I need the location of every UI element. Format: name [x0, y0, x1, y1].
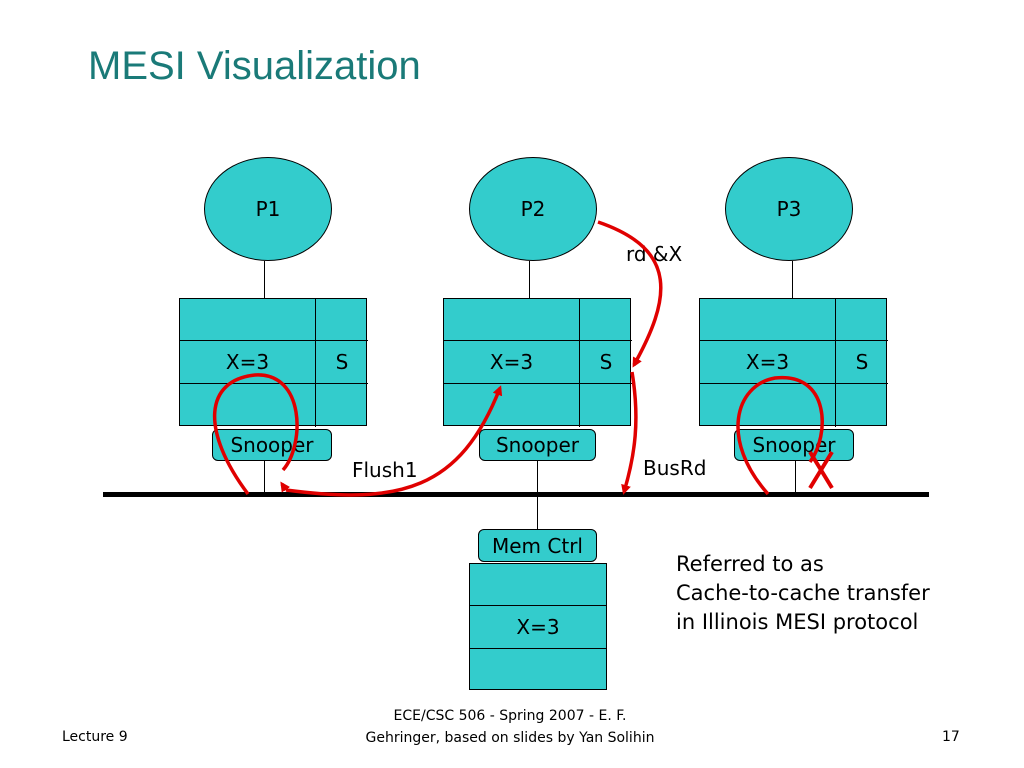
flush-arrow	[285, 385, 503, 497]
cache-p1: X=3 S	[179, 298, 368, 427]
slide-title: MESI Visualization	[88, 44, 421, 88]
processor-p2: P2	[469, 157, 597, 261]
processor-p1: P1	[204, 157, 332, 261]
flush-label: Flush1	[352, 458, 418, 482]
snooper-p2: Snooper	[479, 429, 596, 461]
cache-p2-row2-data: X=3	[444, 341, 580, 384]
p1-snoop-loop	[213, 373, 299, 496]
cache-p3-row2-data: X=3	[700, 341, 836, 384]
cancel-x-mark	[808, 450, 834, 490]
cache-p1-row2-data: X=3	[180, 341, 316, 384]
footer-center-line2: Gehringer, based on slides by Yan Solihi…	[365, 730, 655, 746]
flush-arrow-tail	[280, 481, 291, 493]
transfer-note: Referred to as Cache-to-cache transfer i…	[676, 550, 930, 637]
read-request-arrow	[597, 220, 663, 368]
cache-p2: X=3 S	[443, 298, 632, 427]
cache-p2-row1-data	[444, 299, 580, 341]
memory-row2: X=3	[470, 606, 606, 649]
cache-p2-row3-data	[444, 384, 580, 427]
footer-center: ECE/CSC 506 - Spring 2007 - E. F. Gehrin…	[300, 705, 720, 749]
busrd-arrow	[621, 371, 638, 495]
p3-snoop-loop	[736, 376, 824, 496]
note-line-3: in Illinois MESI protocol	[676, 610, 919, 634]
footer-lecture: Lecture 9	[62, 729, 128, 745]
memory-controller: Mem Ctrl	[478, 529, 597, 562]
cache-p1-row2-state: S	[316, 341, 368, 384]
p1-cache-link	[264, 261, 265, 299]
snooper-p3-bus-link	[795, 461, 796, 494]
snooper-p1-bus-link	[264, 461, 265, 494]
busrd-label: BusRd	[643, 456, 707, 480]
p3-cache-link	[792, 261, 793, 299]
memory-row1	[470, 564, 606, 606]
cache-p3-row1-data	[700, 299, 836, 341]
cache-p1-row3-data	[180, 384, 316, 427]
cache-p3-row1-state	[836, 299, 888, 341]
system-bus	[103, 492, 929, 497]
cache-p3-row2-state: S	[836, 341, 888, 384]
cache-p3-row3-data	[700, 384, 836, 427]
cache-p1-row1-state	[316, 299, 368, 341]
processor-p3: P3	[725, 157, 853, 261]
footer-page-number: 17	[942, 729, 960, 745]
cache-p3: X=3 S	[699, 298, 888, 427]
cache-p2-row1-state	[580, 299, 632, 341]
p2-cache-link	[529, 261, 530, 299]
snooper-p1: Snooper	[212, 429, 332, 461]
footer-center-line1: ECE/CSC 506 - Spring 2007 - E. F.	[393, 708, 627, 724]
cache-p2-row2-state: S	[580, 341, 632, 384]
note-line-1: Referred to as	[676, 552, 824, 576]
note-line-2: Cache-to-cache transfer	[676, 581, 930, 605]
memory: X=3	[469, 563, 607, 690]
cache-p1-row1-data	[180, 299, 316, 341]
